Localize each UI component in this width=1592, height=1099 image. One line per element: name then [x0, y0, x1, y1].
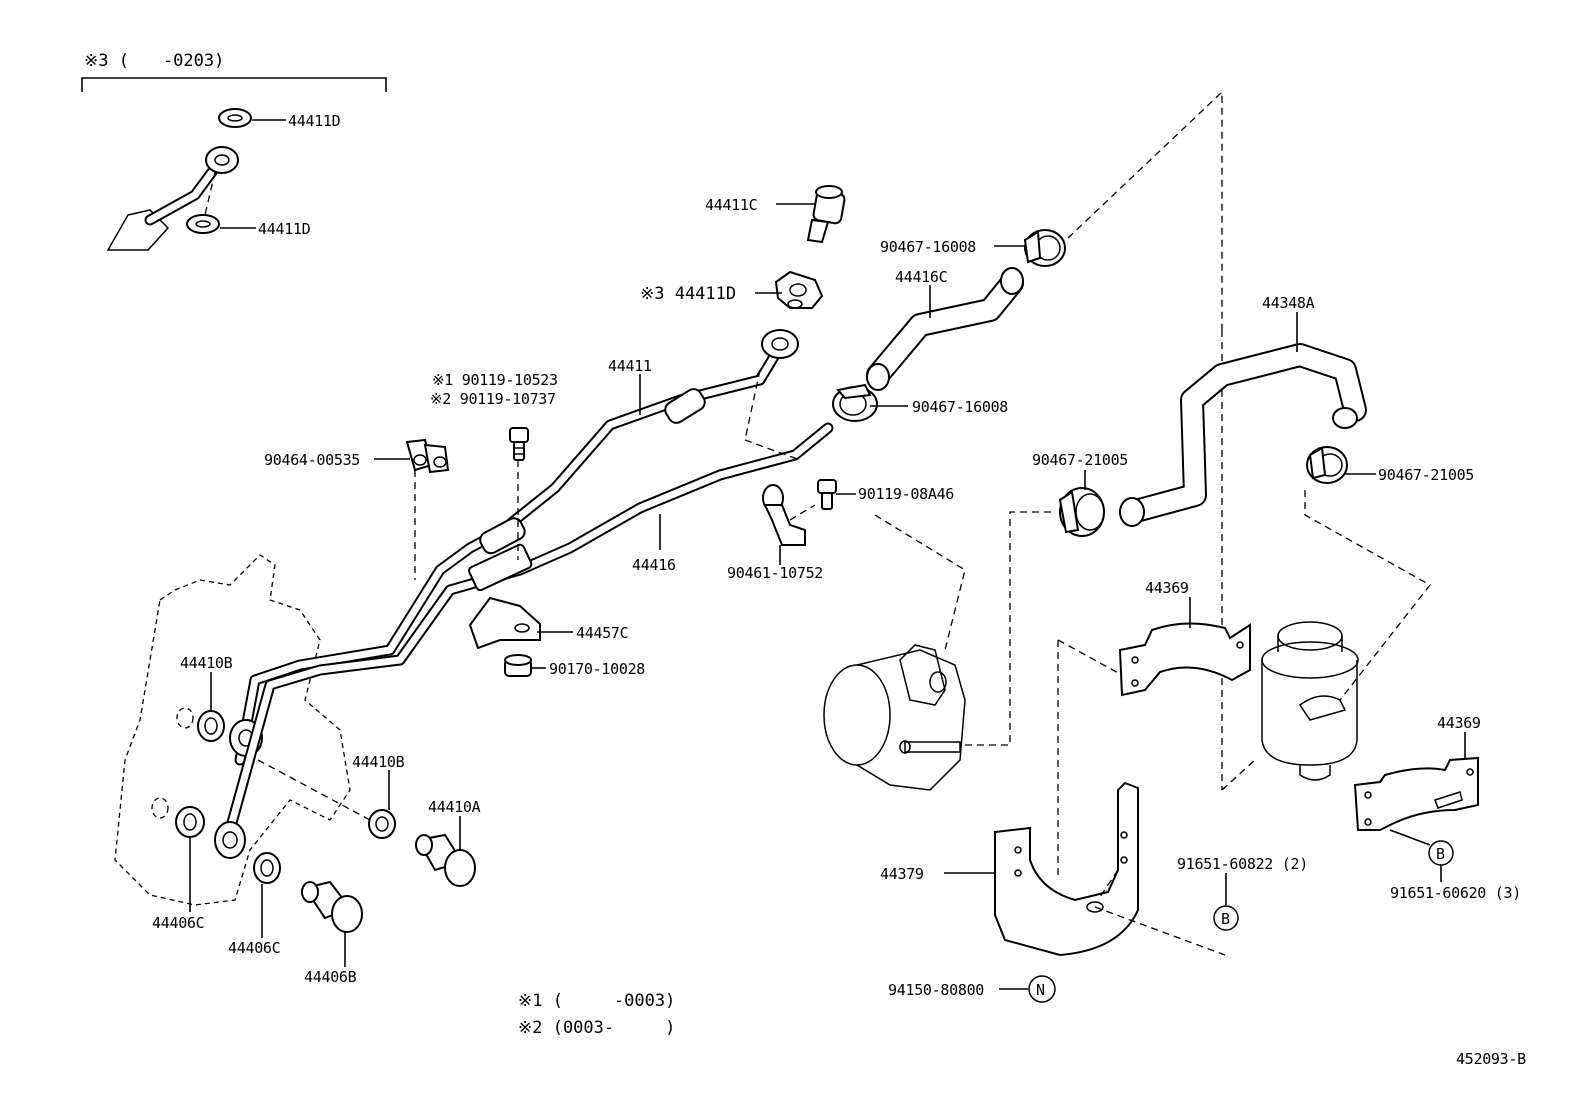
label-44411C: 44411C [705, 196, 757, 214]
inset-variant-3: ※3 ( -0203) 44411D 44411D [81, 51, 387, 251]
svg-text:B: B [1436, 845, 1445, 863]
label-90464-00535: 90464-00535 [264, 451, 360, 469]
tube-clamp-90461 [762, 484, 816, 546]
hose-clamp-top [1023, 229, 1066, 267]
inset-washer-top [218, 108, 252, 128]
tube-clamp-bracket [468, 543, 541, 650]
steering-gear-housing [114, 554, 351, 906]
label-44379: 44379 [880, 865, 924, 883]
label-90467-21005-right: 90467-21005 [1378, 466, 1474, 484]
diagram-code: 452093-B [1456, 1050, 1526, 1068]
banjo-eye-gear-lower [214, 821, 246, 859]
hose-clamp-21005-right [1306, 446, 1348, 484]
inset-banjo-eye [205, 146, 239, 174]
label-44369-top: 44369 [1145, 579, 1189, 597]
label-90461-10752: 90461-10752 [727, 564, 823, 582]
label-44410B-mid: 44410B [352, 753, 405, 771]
washer-44410B-mid [368, 809, 396, 839]
suction-hose-44348A [1119, 343, 1367, 527]
label-44416: 44416 [632, 556, 676, 574]
label-44369-right: 44369 [1437, 714, 1481, 732]
inset-bracket [81, 77, 387, 92]
label-90119-10523: ※1 90119-10523 [432, 371, 558, 389]
svg-text:N: N [1036, 981, 1045, 999]
label-44457C: 44457C [576, 624, 628, 642]
return-tube-44416 [214, 422, 834, 859]
tube-clamp-90464 [405, 438, 450, 474]
hose-clamp-mid [832, 383, 878, 422]
inset-washer-bottom [186, 214, 220, 234]
label-44406C-mid: 44406C [228, 939, 280, 957]
label-44411: 44411 [608, 357, 652, 375]
reservoir-band-44369-top [1118, 622, 1251, 697]
reservoir-bracket-44379 [994, 781, 1139, 957]
washer-44406C-mid [253, 852, 281, 884]
label-91651-60620: 91651-60620 (3) [1390, 884, 1521, 902]
pressure-tube-44411 [229, 329, 799, 766]
banjo-eye-upper [761, 329, 799, 359]
label-90467-16008-mid: 90467-16008 [912, 398, 1008, 416]
note-variant-1: ※1 ( -0003) [518, 991, 675, 1011]
union-bolt-44411C [806, 185, 846, 244]
label-inset-44411D-bottom: 44411D [258, 220, 311, 238]
union-bolt-44410A [415, 833, 476, 887]
note-variant-2: ※2 (0003- ) [518, 1018, 675, 1038]
label-44416C: 44416C [895, 268, 947, 286]
label-90119-10737: ※2 90119-10737 [430, 390, 556, 408]
label-44406C-left: 44406C [152, 914, 204, 932]
label-44411D: ※3 44411D [640, 284, 736, 304]
part-labels: 44411C 90467-16008 44416C ※3 44411D 4434… [152, 196, 1521, 999]
bolt-90119 [509, 427, 529, 461]
union-bolt-44406B [301, 880, 363, 933]
label-90467-21005-left: 90467-21005 [1032, 451, 1128, 469]
inset-title: ※3 ( -0203) [84, 51, 224, 71]
label-90170-10028: 90170-10028 [549, 660, 645, 678]
label-44410A: 44410A [428, 798, 481, 816]
marker-b-right: B [1428, 840, 1454, 866]
power-steering-pump [823, 644, 966, 791]
label-44406B: 44406B [304, 968, 357, 986]
washer-44410B-top [197, 710, 225, 742]
label-90467-16008-top: 90467-16008 [880, 238, 976, 256]
return-hose-44416C [866, 267, 1024, 391]
hose-clamp-21005-left [1058, 487, 1105, 537]
label-90119-08A46: 90119-08A46 [858, 485, 954, 503]
washer-44406C-left [175, 806, 205, 838]
svg-text:B: B [1221, 910, 1230, 928]
label-44348A: 44348A [1262, 294, 1315, 312]
reservoir-tank [1261, 621, 1359, 781]
bolt-90119-08A46 [817, 479, 837, 510]
leader-lines [189, 203, 1466, 990]
marker-n: N [1028, 975, 1056, 1003]
label-94150-80800: 94150-80800 [888, 981, 984, 999]
gasket-44411D [774, 270, 824, 309]
label-inset-44411D-top: 44411D [288, 112, 341, 130]
label-91651-60822: 91651-60822 (2) [1177, 855, 1308, 873]
reservoir-band-44369-right [1353, 756, 1479, 831]
marker-b-left: B [1213, 905, 1239, 931]
nut-90170-10028 [504, 654, 532, 677]
label-44410B-top: 44410B [180, 654, 233, 672]
